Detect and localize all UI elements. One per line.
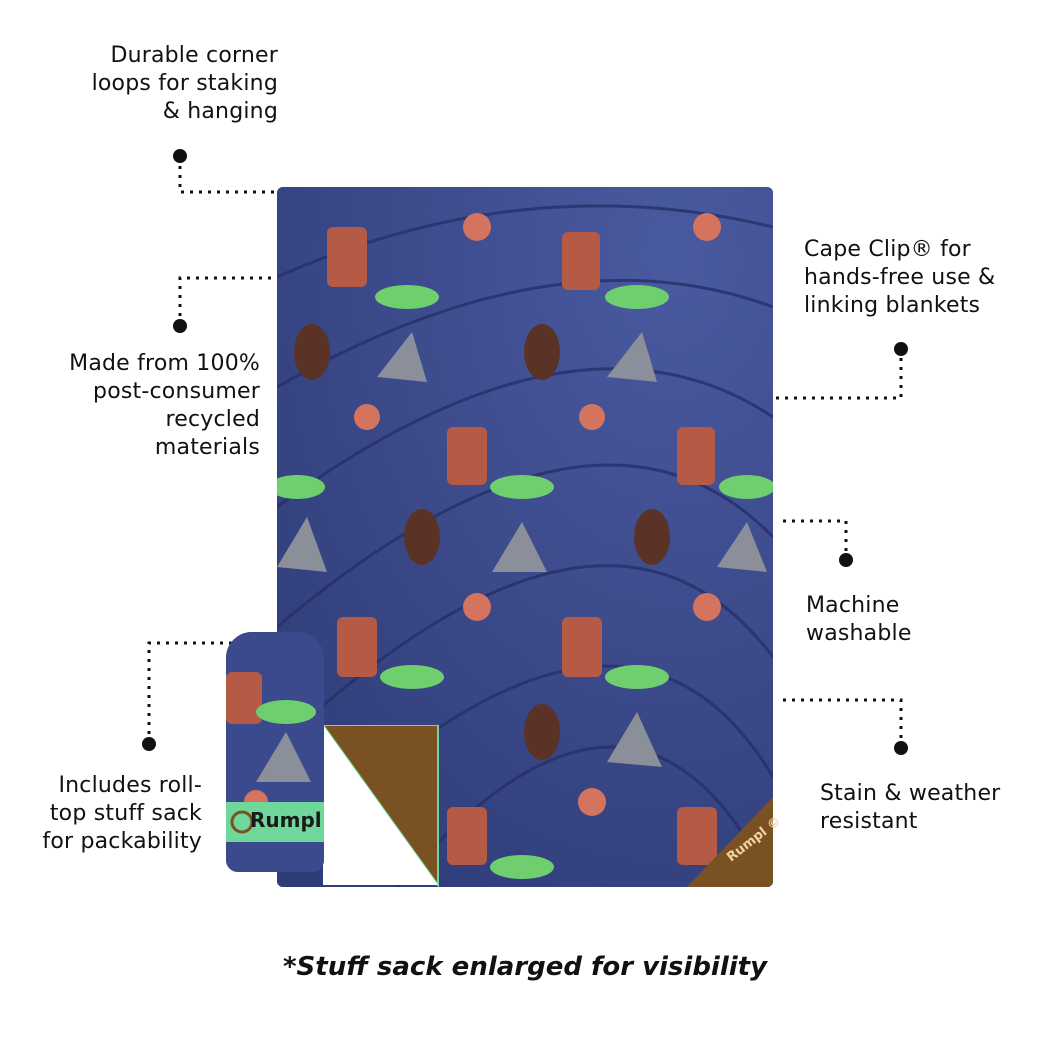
pattern-motifs <box>277 213 773 879</box>
footer-note: *Stuff sack enlarged for visibility <box>282 952 768 982</box>
dot-recycled <box>173 319 187 333</box>
leader-recycled <box>178 276 297 325</box>
stuff-sack-pattern <box>226 632 324 872</box>
callout-stuff-sack: Includes roll- top stuff sack for packab… <box>42 773 202 854</box>
dot-cape-clip <box>894 342 908 356</box>
dot-stuff-sack <box>142 737 156 751</box>
callout-stain-resistant: Stain & weather resistant <box>820 781 1001 834</box>
dot-corner-loops <box>173 149 187 163</box>
leader-stain <box>778 698 903 747</box>
leader-machine-washable <box>778 519 848 560</box>
dot-machine-washable <box>839 553 853 567</box>
stuff-sack-image <box>226 632 324 872</box>
rumpl-logo-icon <box>230 810 254 834</box>
blanket-corner-underside <box>687 797 773 887</box>
callout-recycled: Made from 100% post-consumer recycled ma… <box>69 351 260 460</box>
callout-machine-washable: Machine washable <box>806 593 912 646</box>
callout-cape-clip: Cape Clip® for hands-free use & linking … <box>804 237 996 318</box>
sack-band <box>226 802 324 842</box>
leader-stuff-sack <box>147 641 235 743</box>
leader-corner-loops <box>178 157 281 194</box>
dot-stain <box>894 741 908 755</box>
stuff-sack-brand: Rumpl <box>250 808 322 832</box>
blanket-fold-corner <box>323 725 439 887</box>
leader-cape-clip <box>745 349 903 400</box>
callout-corner-loops: Durable corner loops for staking & hangi… <box>91 43 278 124</box>
